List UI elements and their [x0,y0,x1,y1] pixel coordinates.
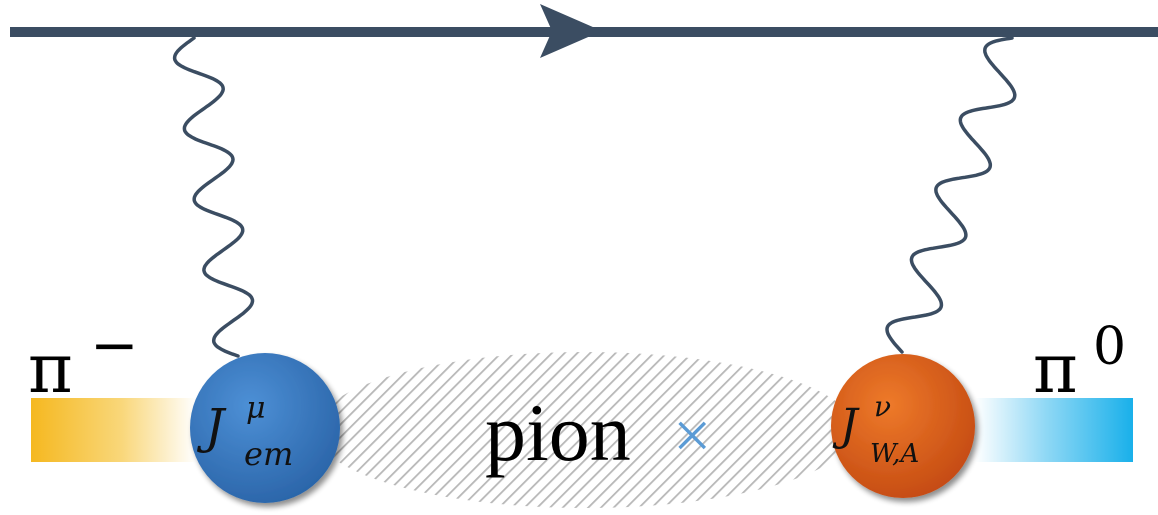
pi-zero-symbol: π [1033,330,1078,409]
pion-blob-label: pion [485,387,631,478]
weak-current-sup: ν [874,390,891,423]
pion-insertion-marker: × [673,397,711,473]
weak-current-vertex [831,354,975,498]
pi-zero-label: π 0 [1033,317,1126,409]
pi-minus-label: π − [28,311,139,409]
pi-zero-band [975,398,1133,462]
em-current-sup: μ [246,391,266,426]
pi-minus-band [31,398,196,462]
pi-minus-symbol: π [28,330,73,409]
pi-zero-charge: 0 [1093,317,1126,377]
weak-current-sub: W,A [870,439,919,469]
fermion-arrow-icon [540,4,602,58]
pion-blob [315,352,855,508]
pi-minus-charge: − [90,311,139,379]
photon-line-left [172,36,255,358]
em-current-sub: em [244,435,293,473]
em-current-vertex [190,353,340,503]
photon-line-right [885,36,1017,354]
